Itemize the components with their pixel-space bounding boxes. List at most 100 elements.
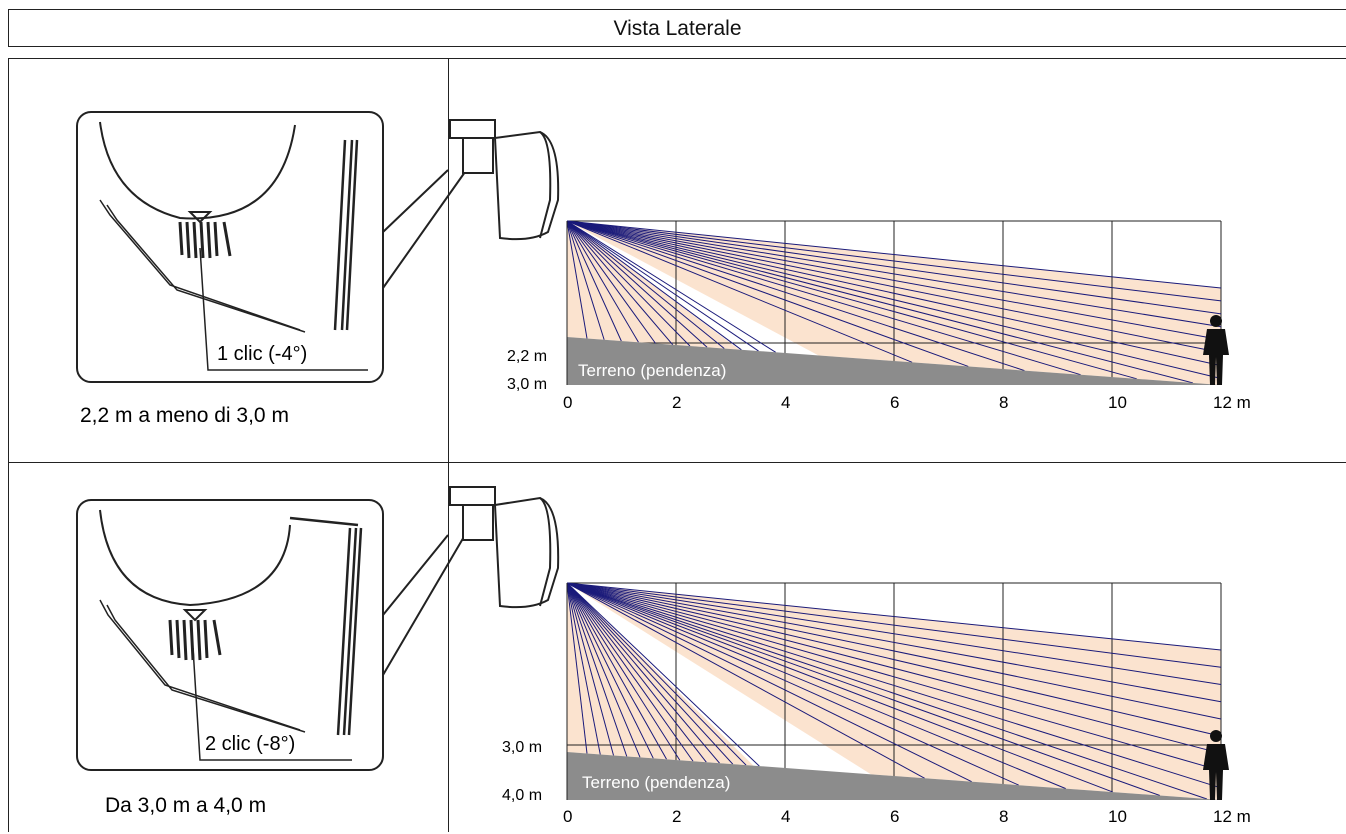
detection-beam [566,220,725,349]
detection-beam [566,220,759,352]
detection-beam [566,220,657,344]
ground-label-2: Terreno (pendenza) [582,773,730,792]
detection-beam [566,220,1222,315]
detection-beam [566,582,707,763]
caption-1: 2,2 m a meno di 3,0 m [80,404,289,427]
callout-box-2 [76,499,384,771]
detection-beam [566,582,1161,796]
click-label-1: 1 clic (-4°) [217,343,307,365]
person-icon [1203,730,1229,800]
detection-beam [566,582,601,755]
x-tick-label: 6 [890,807,899,826]
detection-beam [566,220,1222,341]
detection-beam [566,582,654,759]
detection-beam [566,582,614,756]
detection-beam [566,582,1222,772]
ground-slope [567,752,1221,800]
detection-beam [566,220,969,367]
detection-beam [566,582,1019,786]
detection-beam [566,220,1222,380]
caption-2: Da 3,0 m a 4,0 m [105,794,266,817]
person-icon [1203,315,1229,385]
detection-beam [566,582,925,779]
detection-beam [566,220,1222,328]
detection-beam [566,220,691,347]
click-label-2: 2 clic (-8°) [205,733,295,755]
ground-slope [567,337,1221,385]
detection-beam [566,582,747,766]
detection-beam [566,582,1113,793]
x-tick-label: 0 [563,807,572,826]
height-lower-label-1: 3,0 m [507,376,547,393]
detection-beam [566,220,708,348]
x-tick-label: 8 [999,807,1008,826]
detection-beam [566,582,1222,789]
x-tick-label: 6 [890,393,899,412]
row-2 [8,462,1346,832]
detection-beam [566,220,1137,380]
detection-beam [566,582,628,757]
detection-beam [566,582,1222,754]
x-tick-label: 8 [999,393,1008,412]
zone-graphics-2 [566,582,1222,800]
detection-beam [566,582,1222,685]
detection-beam [566,220,1222,367]
diagram-frame: Vista Laterale [8,6,1346,832]
detection-beam [566,582,667,760]
detection-beam [566,582,1222,737]
detection-beam [566,582,641,758]
height-lower-label-2: 4,0 m [502,787,542,804]
height-upper-label-2: 3,0 m [502,739,542,756]
ground-label-1: Terreno (pendenza) [578,361,726,380]
detection-beam [566,220,1025,372]
detection-beam [566,220,913,363]
detection-beam [566,220,1222,354]
sensor-body-outline-1 [99,121,296,220]
detection-beam [566,220,674,346]
detection-beam [566,220,1081,376]
x-tick-label: 2 [672,807,681,826]
x-tick-label: 10 [1108,807,1127,826]
detection-beam [566,220,622,342]
detection-beam [566,582,1222,720]
x-tick-label: 4 [781,393,790,412]
detection-beam [566,582,681,761]
detection-beam [566,582,1222,668]
detection-beam [566,220,639,343]
detection-beam [566,582,1222,651]
row-1 [8,58,1346,462]
detection-beam [566,582,972,783]
detection-beam [566,220,1222,289]
sensor-device-1 [449,119,560,241]
x-tick-label: 2 [672,393,681,412]
detection-beam [566,582,720,764]
detection-gap [567,583,880,780]
x-tick-label: 10 [1108,393,1127,412]
detection-beam [566,582,1066,790]
sensor-device-2 [449,486,560,609]
detection-beam [566,220,1222,302]
height-upper-label-1: 2,2 m [507,348,547,365]
header-title: Vista Laterale [8,9,1346,47]
detection-beam [566,582,1222,703]
detection-beam [566,582,588,754]
detection-beam [566,220,605,340]
x-tick-label: 12 m [1213,393,1251,412]
detection-beam [566,582,694,762]
x-tick-label: 12 m [1213,807,1251,826]
column-divider [448,58,449,832]
detection-beam [566,220,776,353]
detection-beam [566,220,1194,384]
detection-beam [566,582,760,767]
callout-box-1 [76,111,384,383]
zone-graphics-1 [566,220,1222,385]
x-tick-label: 4 [781,807,790,826]
detection-beam [566,582,734,765]
detection-beam [566,582,1208,800]
x-tick-label: 0 [563,393,572,412]
detection-beam [566,220,742,351]
detection-beam [566,220,588,339]
